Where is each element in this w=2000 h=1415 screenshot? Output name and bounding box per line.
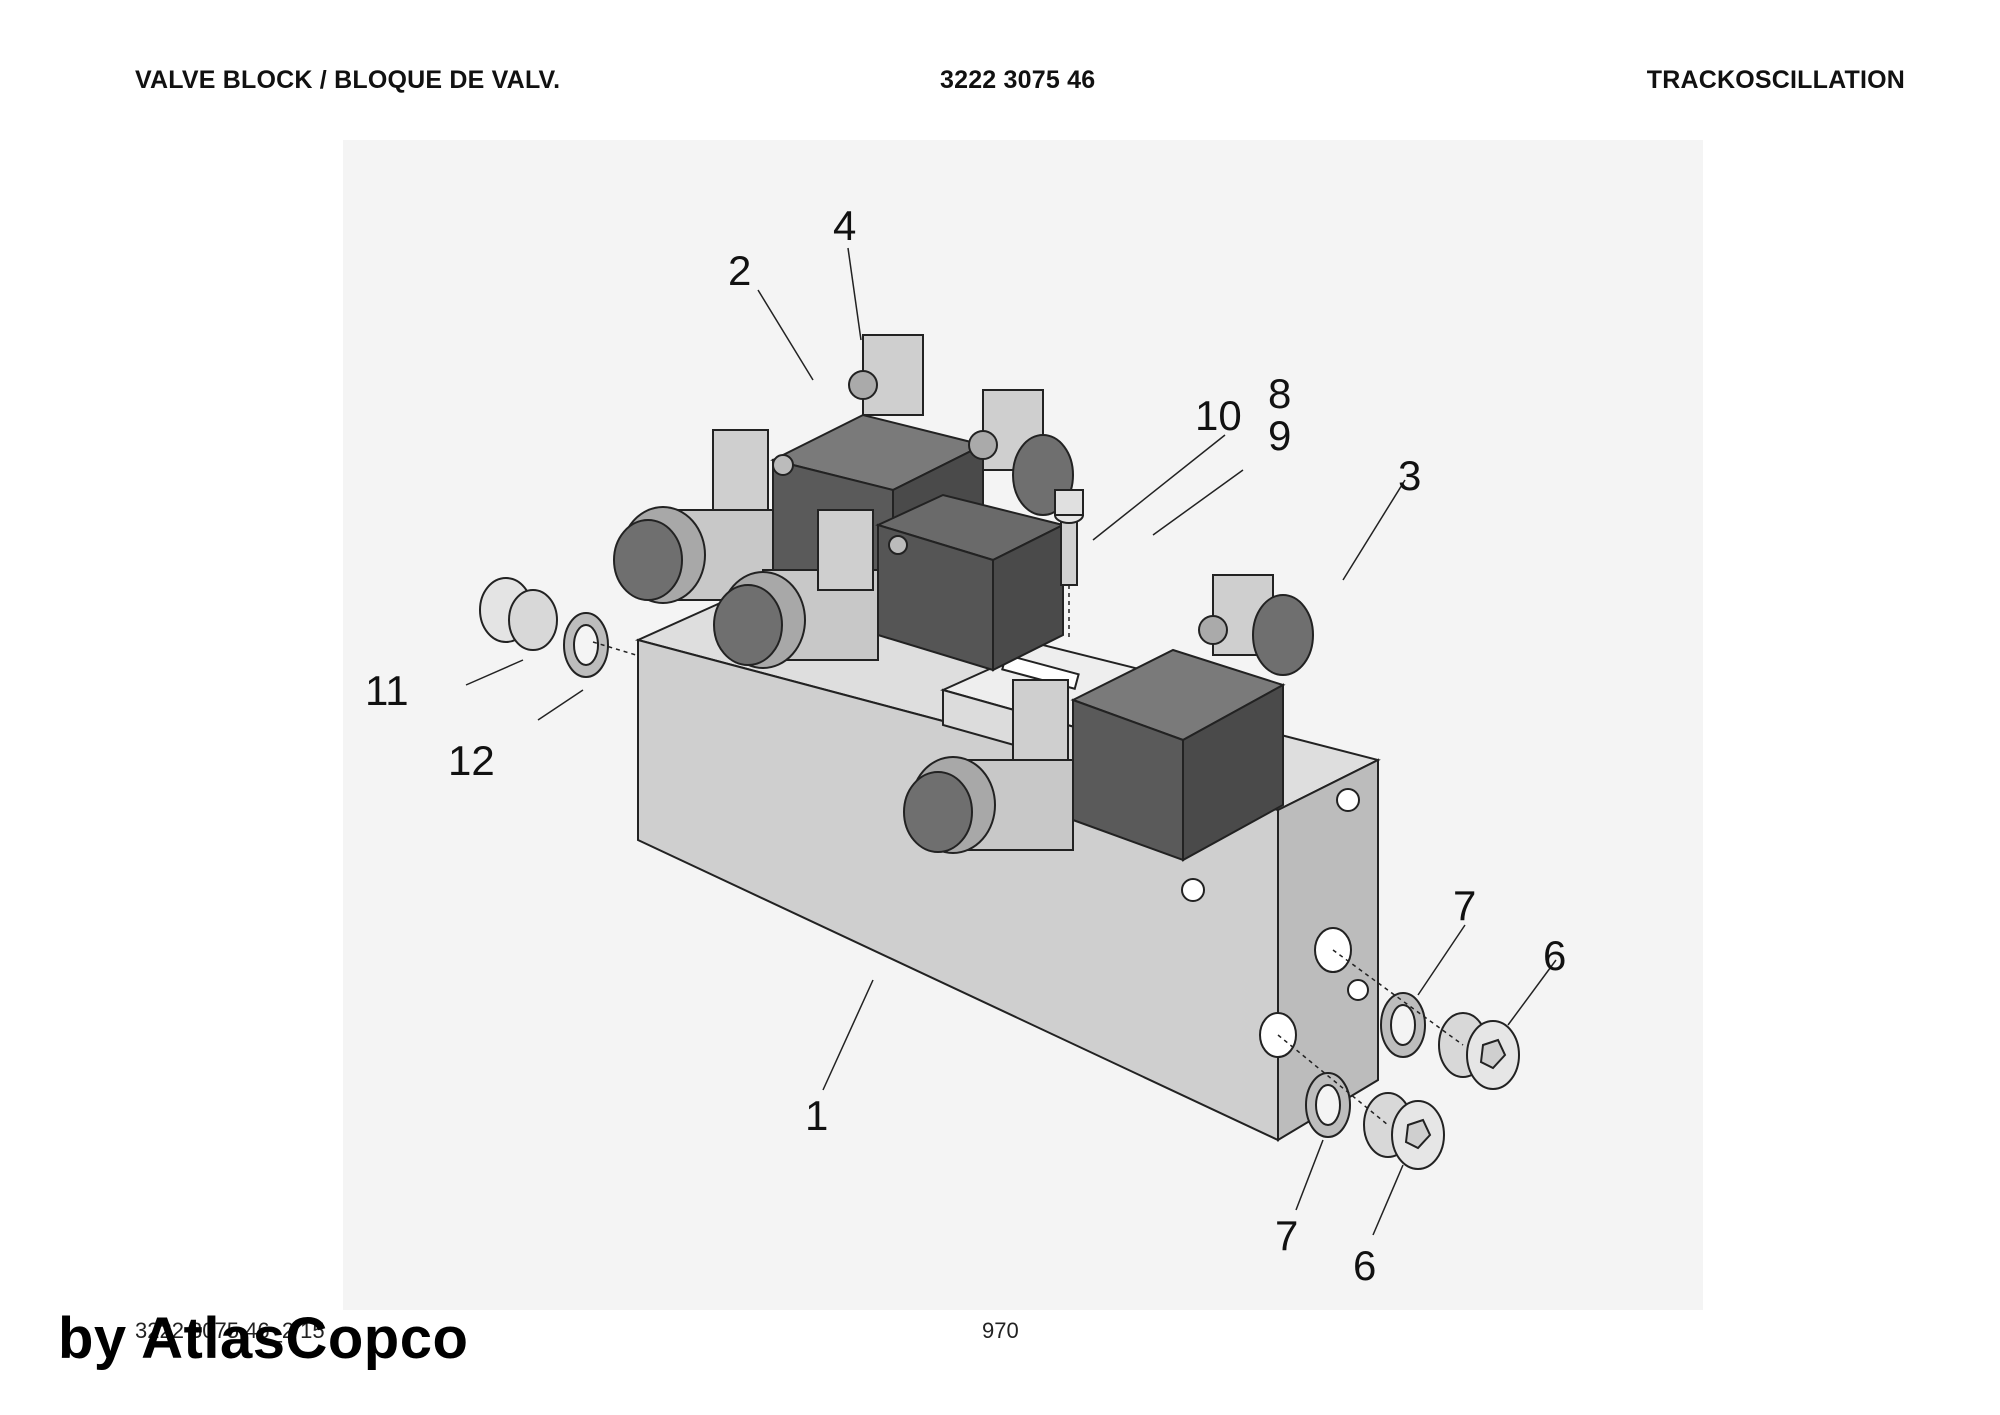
leader-lines [465, 247, 1557, 1236]
plug-part-11 [479, 577, 558, 651]
header-section: TRACKOSCILLATION [1646, 66, 1905, 94]
seal-ring-part-7-lower [1305, 1072, 1351, 1138]
callout-2: 2 [728, 247, 751, 294]
callout-10: 10 [1195, 392, 1242, 439]
footer-drawing-code: 3222 3075 46_2/15 [135, 1318, 325, 1343]
callout-6-lower: 6 [1353, 1242, 1376, 1289]
callout-1: 1 [805, 1092, 828, 1139]
callout-7-lower: 7 [1275, 1212, 1298, 1259]
callout-8: 8 [1268, 370, 1291, 417]
callout-11: 11 [365, 667, 409, 714]
callout-7-upper: 7 [1453, 882, 1476, 929]
exploded-view-diagram: 2 4 8 10 9 3 11 12 1 7 6 7 6 [343, 140, 1703, 1310]
cap-screw-part [1054, 489, 1084, 586]
callout-4: 4 [833, 202, 856, 249]
footer-page-number: 970 [982, 1318, 1019, 1343]
callout-6-upper: 6 [1543, 932, 1566, 979]
watermark-text: by AtlasCopco [58, 1306, 469, 1371]
callout-3: 3 [1398, 452, 1421, 499]
directional-valve-front-left [713, 493, 1066, 672]
directional-valve-right [903, 574, 1314, 862]
seal-ring-part-12 [563, 612, 609, 678]
plug-part-6-lower [1363, 1092, 1445, 1170]
seal-ring-part-7-upper [1380, 992, 1426, 1058]
plug-part-6-upper [1438, 1012, 1520, 1090]
header-part-number: 3222 3075 46 [940, 66, 1096, 94]
header-title: VALVE BLOCK / BLOQUE DE VALV. [135, 66, 561, 94]
callout-12: 12 [448, 737, 495, 784]
callout-9: 9 [1268, 412, 1291, 459]
